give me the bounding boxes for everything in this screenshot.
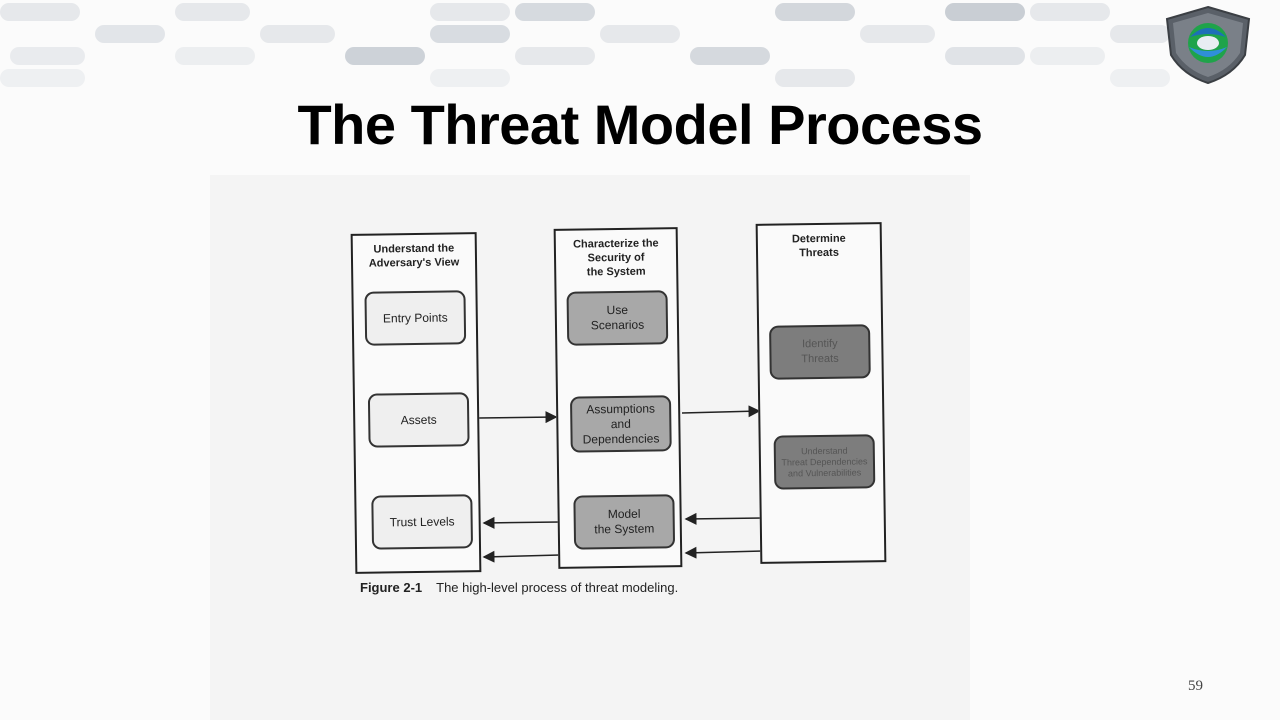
column-adversary-view: Understand the Adversary's View Entry Po… (350, 232, 482, 574)
arrow-col2-to-col1-upper (482, 516, 561, 529)
column-characterize-security: Characterize the Security of the System … (553, 227, 683, 569)
figure-caption: Figure 2-1 The high-level process of thre… (360, 580, 678, 595)
arrow-col3-to-col2-lower (684, 546, 765, 559)
box-trust-levels: Trust Levels (371, 494, 474, 550)
column-heading: Determine Threats (791, 232, 846, 260)
box-model-system: Model the System (573, 494, 676, 550)
figure-caption-label: Figure 2-1 (360, 580, 423, 595)
page-number: 59 (1188, 678, 1203, 694)
box-assets: Assets (367, 392, 470, 448)
header-banner (0, 0, 1280, 90)
box-assumptions-dependencies: Assumptions and Dependencies (569, 395, 672, 453)
column-heading: Understand the Adversary's View (368, 242, 460, 270)
figure-caption-text: The high-level process of threat modelin… (436, 580, 679, 595)
arrow-col1-to-col2 (478, 411, 558, 424)
arrow-col2-to-col3 (681, 405, 761, 418)
arrow-col2-to-col1-lower (482, 550, 561, 563)
column-determine-threats: Determine Threats Identify Threats Under… (755, 222, 887, 564)
box-identify-threats: Identify Threats (769, 324, 871, 380)
box-threat-dependencies: Understand Threat Dependencies and Vulne… (773, 434, 876, 490)
shield-logo-icon (1165, 5, 1251, 85)
column-heading: Characterize the Security of the System (572, 237, 659, 279)
box-entry-points: Entry Points (364, 290, 467, 346)
slide-title: The Threat Model Process (297, 93, 983, 156)
arrow-col3-to-col2-upper (684, 512, 765, 525)
box-use-scenarios: Use Scenarios (566, 290, 669, 346)
